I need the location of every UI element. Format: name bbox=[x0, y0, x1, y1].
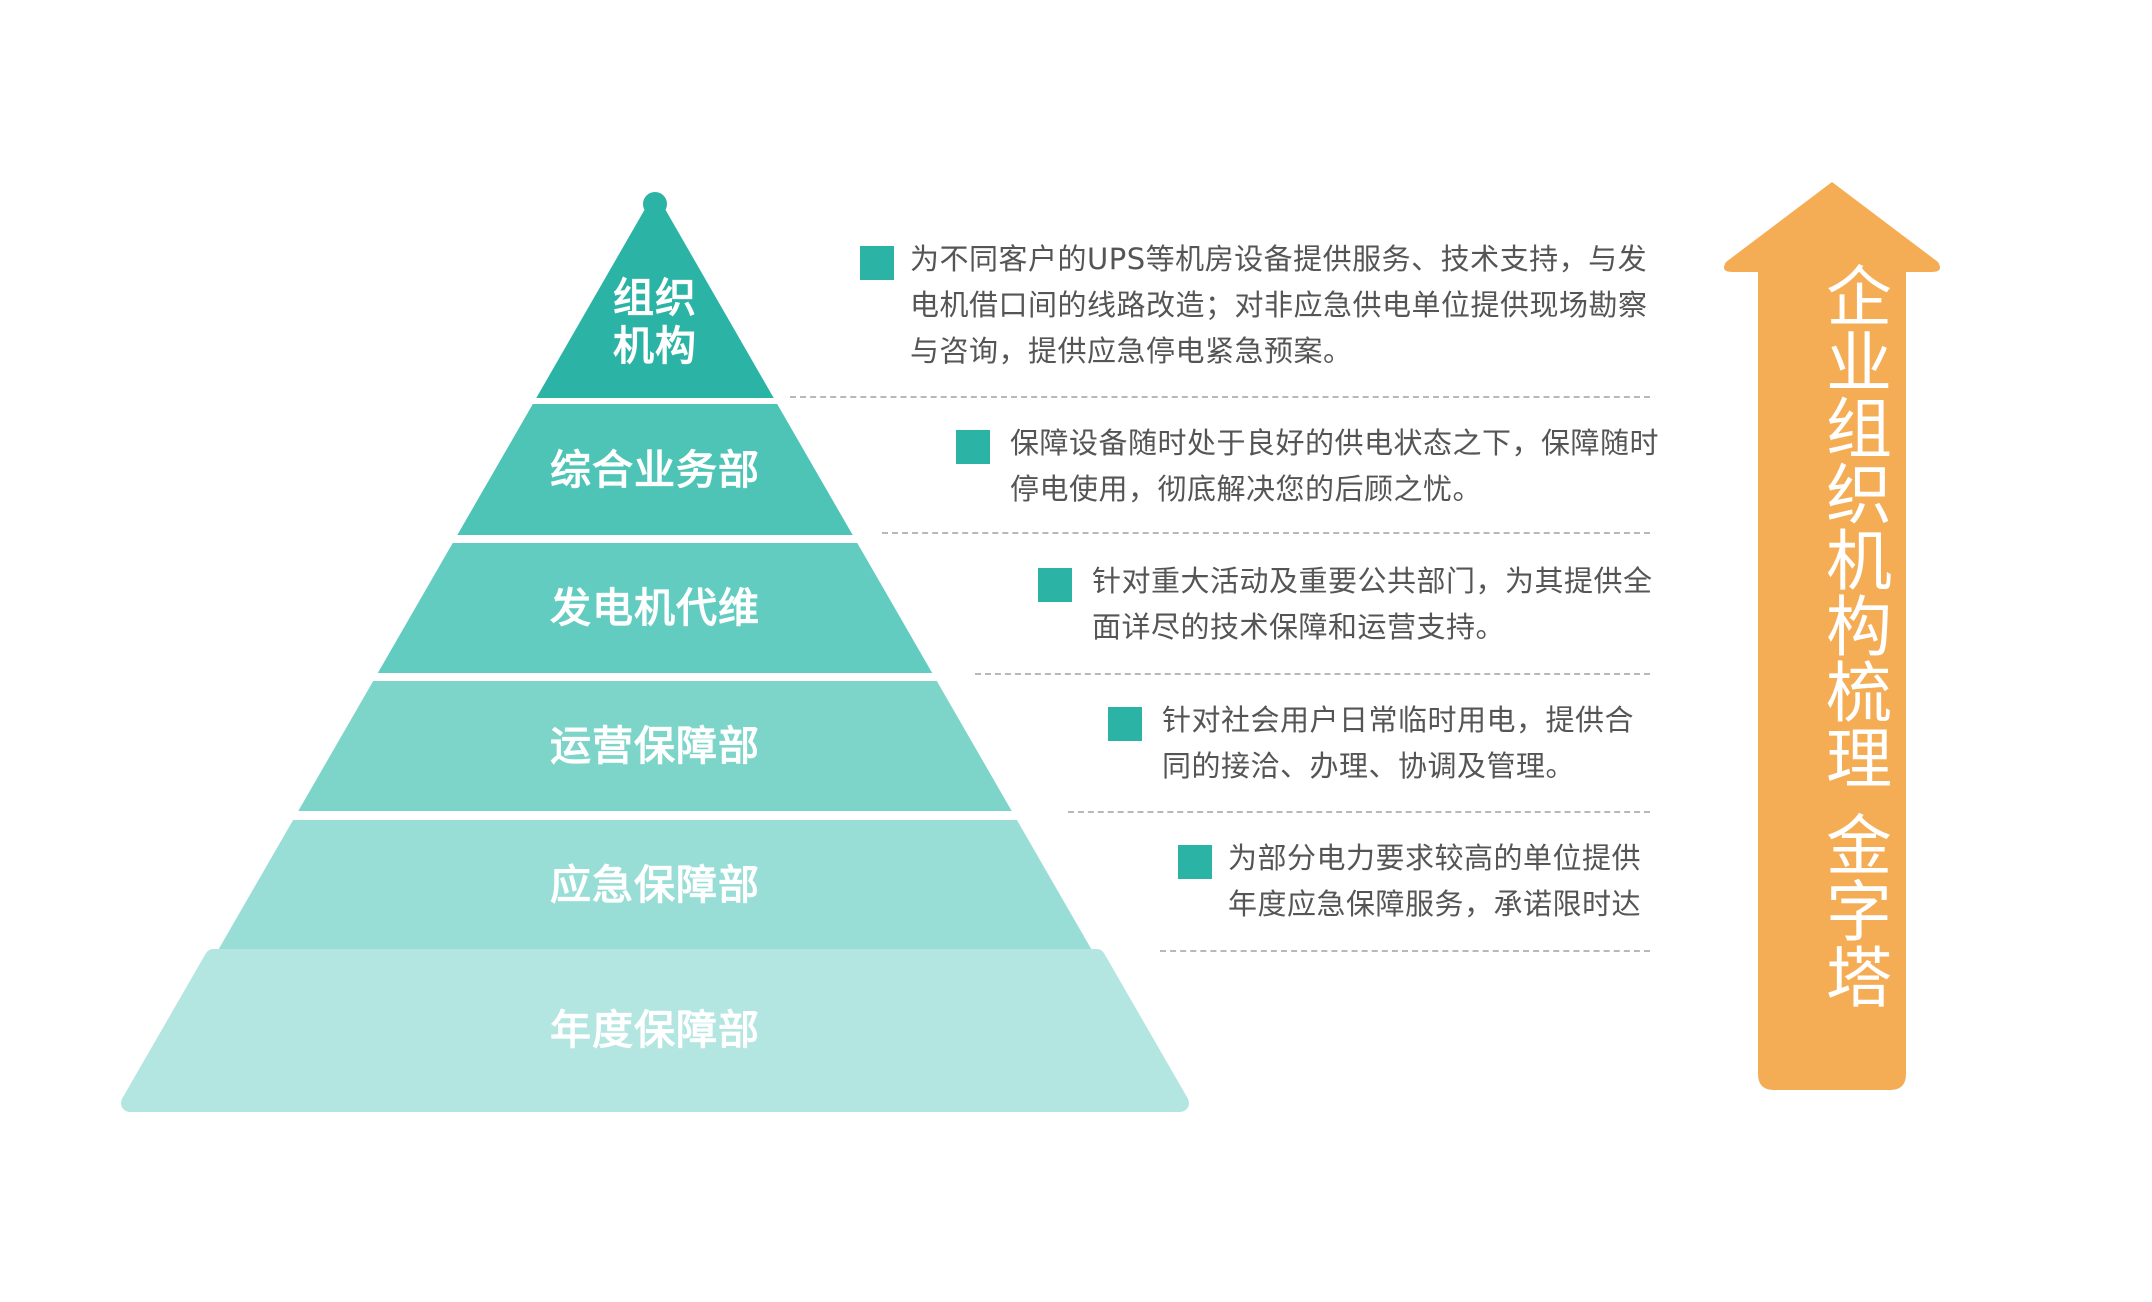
description-3-line-1: 针对重大活动及重要公共部门，为其提供全 bbox=[1092, 564, 1653, 598]
pyramid-tier-label-2: 综合业务部 bbox=[550, 445, 760, 494]
description-4-line-1: 针对社会用户日常临时用电，提供合 bbox=[1162, 703, 1635, 737]
pyramid-tier-5 bbox=[218, 820, 1092, 950]
pyramid-tier-6 bbox=[121, 949, 1189, 1112]
description-1-line-3: 与咨询，提供应急停电紧急预案。 bbox=[910, 334, 1353, 368]
pyramid-tier-3 bbox=[377, 543, 933, 673]
section-divider-3 bbox=[975, 673, 1650, 675]
arrow-title: 企业组织机构梳理 金字塔 bbox=[1815, 262, 1892, 1009]
description-bullet-4 bbox=[1108, 707, 1142, 741]
description-3-line-2: 面详尽的技术保障和运营支持。 bbox=[1092, 610, 1506, 644]
pyramid-tier-label-5: 应急保障部 bbox=[550, 861, 760, 909]
section-divider-2 bbox=[882, 532, 1650, 534]
description-bullet-3 bbox=[1038, 568, 1072, 602]
pyramid-tier-label-1: 组织 机构 bbox=[613, 274, 697, 370]
pyramid-tier-label-6: 年度保障部 bbox=[550, 1006, 760, 1054]
description-bullet-2 bbox=[956, 430, 990, 464]
description-bullet-1 bbox=[860, 246, 894, 280]
description-1-line-2: 电机借口间的线路改造；对非应急供电单位提供现场勘察 bbox=[910, 288, 1648, 322]
pyramid-tier-4 bbox=[298, 681, 1012, 811]
pyramid-tier-1 bbox=[536, 202, 774, 398]
section-divider-5 bbox=[1160, 950, 1650, 952]
description-1-line-1: 为不同客户的UPS等机房设备提供服务、技术支持，与发 bbox=[910, 242, 1648, 276]
description-2-line-2: 停电使用，彻底解决您的后顾之忧。 bbox=[1010, 472, 1483, 506]
pyramid-tier-2 bbox=[457, 404, 853, 535]
pyramid-tier-label-4: 运营保障部 bbox=[550, 722, 760, 770]
description-5-line-1: 为部分电力要求较高的单位提供 bbox=[1228, 841, 1642, 875]
up-arrow-icon bbox=[1724, 182, 1940, 1090]
section-divider-1 bbox=[790, 396, 1650, 398]
description-2-line-1: 保障设备随时处于良好的供电状态之下，保障随时 bbox=[1010, 426, 1660, 460]
description-4-line-2: 同的接洽、办理、协调及管理。 bbox=[1162, 749, 1576, 783]
description-bullet-5 bbox=[1178, 845, 1212, 879]
description-5-line-2: 年度应急保障服务，承诺限时达 bbox=[1228, 887, 1642, 921]
section-divider-4 bbox=[1068, 811, 1650, 813]
pyramid-tier-label-3: 发电机代维 bbox=[550, 584, 760, 632]
